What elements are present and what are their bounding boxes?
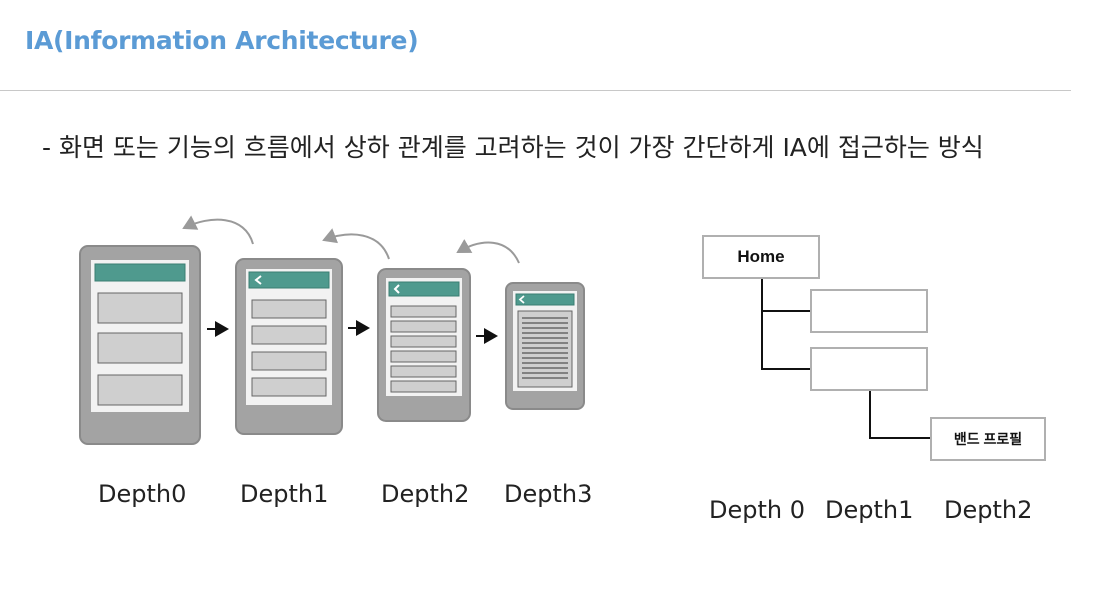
- back-arrow-icon: [456, 239, 520, 264]
- phone-depth0: [79, 245, 201, 445]
- back-arrow-icon: [322, 228, 390, 260]
- depth-label: Depth2: [381, 480, 470, 508]
- tree-connector: [869, 391, 871, 439]
- back-arrow-icon: [182, 215, 254, 245]
- tree-depth-label: Depth2: [944, 496, 1033, 524]
- tree-node-depth1: [810, 347, 928, 391]
- tree-connector: [761, 368, 811, 370]
- tree-node-home: Home: [702, 235, 820, 279]
- description-text: - 화면 또는 기능의 흐름에서 상하 관계를 고려하는 것이 가장 간단하게 …: [42, 133, 984, 162]
- phone-depth1: [235, 258, 343, 435]
- depth-label: Depth0: [98, 480, 187, 508]
- tree-depth-label: Depth1: [825, 496, 914, 524]
- depth-label: Depth1: [240, 480, 329, 508]
- depth-label: Depth3: [504, 480, 593, 508]
- tree-connector: [761, 310, 811, 312]
- tree-node-depth1: [810, 289, 928, 333]
- tree-connector: [869, 437, 931, 439]
- tree-connector: [761, 279, 763, 369]
- phone-depth3: [505, 282, 585, 410]
- tree-depth-label: Depth 0: [709, 496, 805, 524]
- title-divider: [0, 90, 1071, 91]
- page-title: IA(Information Architecture): [25, 26, 419, 55]
- phone-depth2: [377, 268, 471, 422]
- tree-node-band-profile: 밴드 프로필: [930, 417, 1046, 461]
